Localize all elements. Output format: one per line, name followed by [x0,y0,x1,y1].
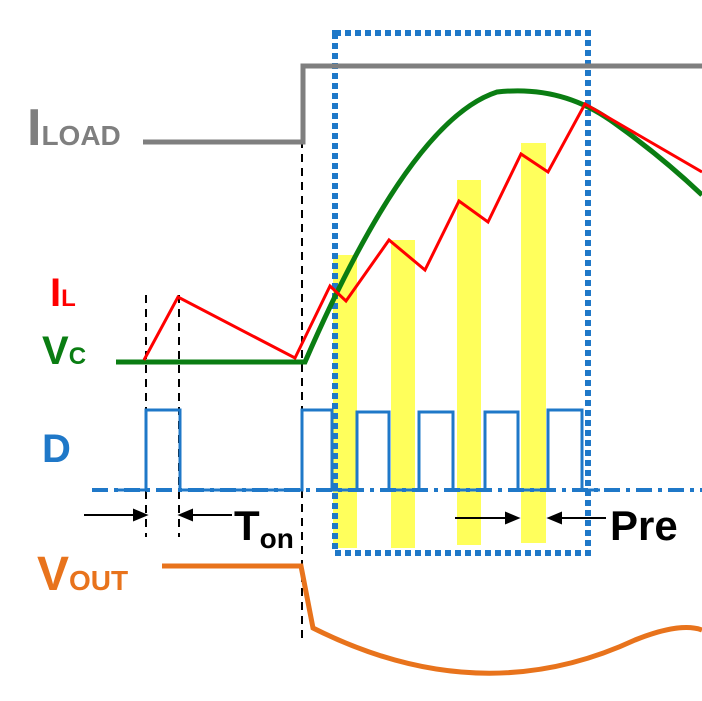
highlight-bar-3 [457,180,481,545]
arrows [84,508,606,525]
arrow-right-icon [505,511,521,525]
vc-waveform [116,88,702,365]
highlight-bar-2 [391,240,415,548]
il-waveform [142,101,702,361]
il-label: IL [50,271,76,315]
highlight-bar-4 [521,143,546,543]
arrow-left-icon [177,508,193,522]
d-waveform [116,408,600,492]
vc-label: VC [42,329,86,373]
highlight-bars [333,143,546,548]
iload-waveform [143,63,702,145]
iload-label: ILOAD [27,99,121,157]
arrow-right-icon [133,508,149,522]
pre-label: Pre [610,502,678,549]
d-label: D [42,427,71,471]
vout-waveform [162,563,702,676]
ton-label: Ton [234,502,294,554]
arrow-left-icon [546,511,562,525]
vout-label: VOUT [37,548,128,601]
timing-markers [145,140,303,640]
